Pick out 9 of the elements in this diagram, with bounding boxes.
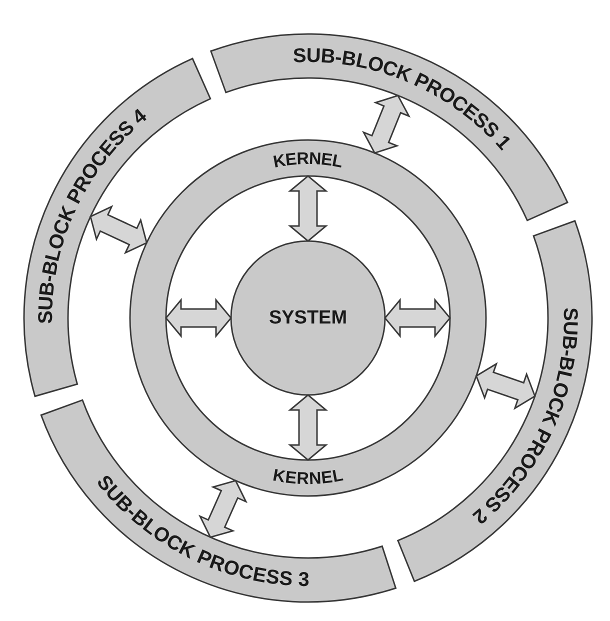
ring-label: KERNEL <box>272 148 344 172</box>
double-arrow <box>288 394 328 461</box>
double-arrow <box>165 298 232 338</box>
double-arrow <box>362 94 411 154</box>
double-arrow <box>384 298 451 338</box>
double-arrow <box>198 480 248 538</box>
system-label: SYSTEM <box>268 308 348 328</box>
double-arrow <box>288 175 328 242</box>
ring-label: KERNEL <box>272 464 344 488</box>
